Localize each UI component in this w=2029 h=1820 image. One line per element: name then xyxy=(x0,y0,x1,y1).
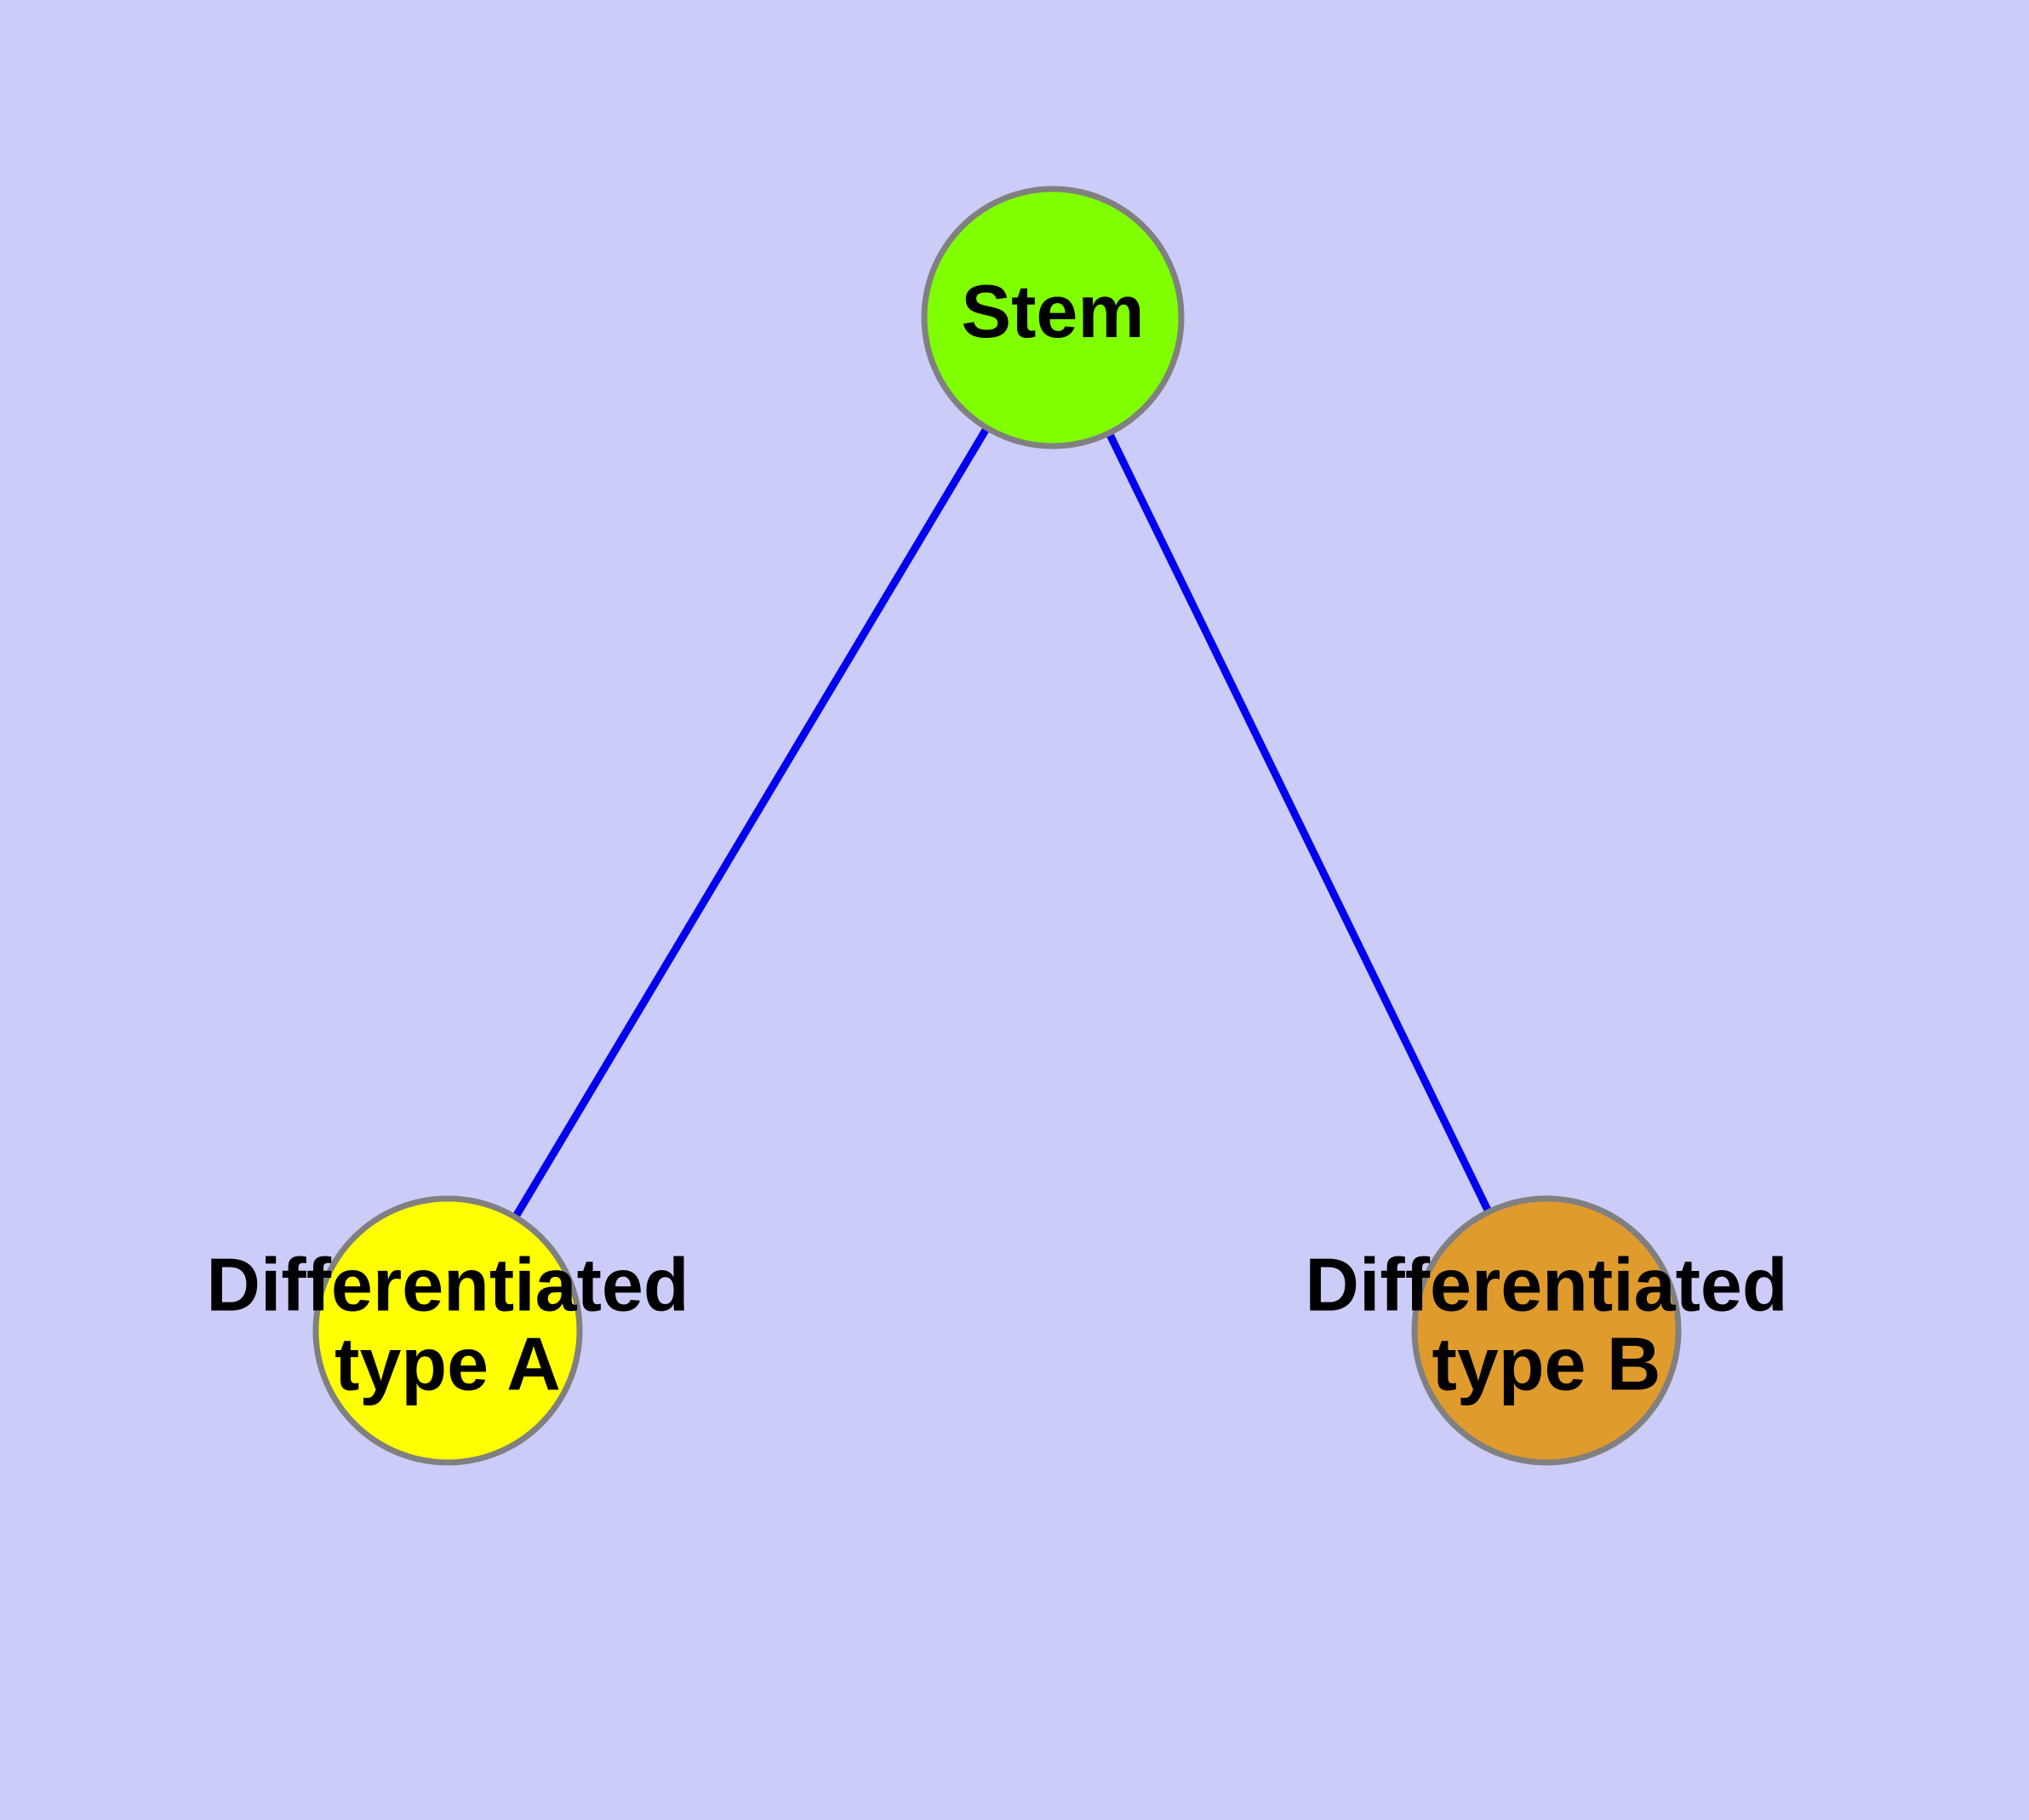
node-stem[interactable]: Stem xyxy=(921,186,1185,449)
edge-stem-diff_a[interactable] xyxy=(512,427,990,1218)
edge-stem-diff_b[interactable] xyxy=(1106,432,1492,1212)
node-label-line: type A xyxy=(334,1322,561,1406)
node-label-line: Differentiated xyxy=(1305,1243,1787,1327)
node-label-stem: Stem xyxy=(961,269,1144,353)
edges-layer xyxy=(512,427,1492,1218)
node-circle-diff_a[interactable] xyxy=(312,1195,583,1466)
node-label-line: Differentiated xyxy=(206,1243,689,1327)
node-label-line: Stem xyxy=(961,269,1144,353)
node-label-line: type B xyxy=(1432,1322,1661,1406)
node-circle-stem[interactable] xyxy=(921,186,1185,449)
node-circle-diff_b[interactable] xyxy=(1411,1195,1682,1466)
